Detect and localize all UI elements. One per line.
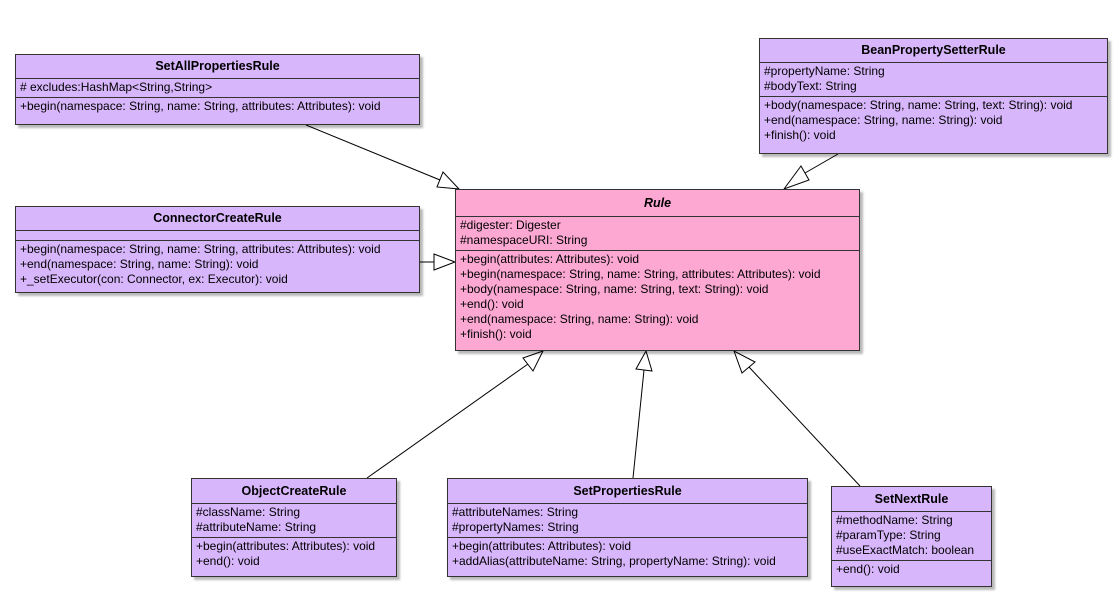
attribute: #digester: Digester — [460, 218, 561, 232]
operation: +_setExecutor(con: Connector, ex: Execut… — [20, 272, 288, 286]
operations-section: +begin(namespace: String, name: String, … — [16, 241, 419, 289]
class-name: Rule — [456, 190, 859, 217]
operation: +begin(namespace: String, name: String, … — [20, 99, 381, 113]
operations-section: +begin(namespace: String, name: String, … — [16, 98, 419, 116]
generalization-arrowhead — [733, 349, 756, 374]
attribute: #propertyNames: String — [452, 520, 579, 534]
class-set-properties-rule[interactable]: SetPropertiesRule #attributeNames: Strin… — [447, 478, 808, 577]
class-name: SetNextRule — [832, 487, 991, 512]
operation: +begin(namespace: String, name: String, … — [460, 267, 821, 281]
attribute: #namespaceURI: String — [460, 233, 588, 247]
attribute: #methodName: String — [836, 513, 953, 527]
operation: +body(namespace: String, name: String, t… — [460, 282, 769, 296]
operation: +begin(namespace: String, name: String, … — [20, 242, 381, 256]
operations-section: +end(): void — [832, 561, 991, 579]
class-object-create-rule[interactable]: ObjectCreateRule #className: String #att… — [191, 478, 397, 577]
operations-section: +begin(attributes: Attributes): void +be… — [456, 251, 859, 344]
generalization-arrowhead — [522, 350, 544, 372]
class-connector-create-rule[interactable]: ConnectorCreateRule +begin(namespace: St… — [15, 206, 420, 293]
class-rule[interactable]: Rule #digester: Digester #namespaceURI: … — [455, 189, 860, 351]
operation: +end(): void — [196, 554, 260, 568]
generalization-arrowhead — [436, 171, 461, 190]
class-name: ConnectorCreateRule — [16, 207, 419, 231]
operation: +finish(): void — [460, 327, 532, 341]
operation: +end(): void — [836, 562, 900, 576]
class-bean-property-setter-rule[interactable]: BeanPropertySetterRule #propertyName: St… — [759, 38, 1108, 154]
attributes-section: #methodName: String #paramType: String #… — [832, 512, 991, 561]
attribute: #useExactMatch: boolean — [836, 543, 975, 557]
class-name: ObjectCreateRule — [192, 479, 396, 504]
attribute: #className: String — [196, 505, 301, 519]
class-name: SetAllPropertiesRule — [16, 55, 419, 79]
attributes-section: # excludes:HashMap<String,String> — [16, 79, 419, 98]
attribute: #propertyName: String — [764, 64, 885, 78]
attribute: #paramType: String — [836, 528, 941, 542]
attribute: #bodyText: String — [764, 79, 857, 93]
class-name: SetPropertiesRule — [448, 479, 807, 504]
class-set-all-properties-rule[interactable]: SetAllPropertiesRule # excludes:HashMap<… — [15, 54, 420, 125]
class-name: BeanPropertySetterRule — [760, 39, 1107, 63]
class-set-next-rule[interactable]: SetNextRule #methodName: String #paramTy… — [831, 486, 992, 587]
attribute: # excludes:HashMap<String,String> — [20, 80, 213, 94]
attributes-section — [16, 231, 419, 241]
attributes-section: #digester: Digester #namespaceURI: Strin… — [456, 217, 859, 251]
operation: +end(namespace: String, name: String): v… — [764, 113, 1003, 127]
operation: +end(): void — [460, 297, 524, 311]
attributes-section: #attributeNames: String #propertyNames: … — [448, 504, 807, 538]
operation: +finish(): void — [764, 128, 836, 142]
attributes-section: #propertyName: String #bodyText: String — [760, 63, 1107, 97]
operation: +end(namespace: String, name: String): v… — [20, 257, 259, 271]
operation: +body(namespace: String, name: String, t… — [764, 98, 1073, 112]
attribute: #attributeNames: String — [452, 505, 579, 519]
operations-section: +begin(attributes: Attributes): void +ad… — [448, 538, 807, 571]
operation: +end(namespace: String, name: String): v… — [460, 312, 699, 326]
operation: +begin(attributes: Attributes): void — [460, 252, 640, 266]
operation: +begin(attributes: Attributes): void — [196, 539, 376, 553]
operations-section: +begin(attributes: Attributes): void +en… — [192, 538, 396, 571]
attribute: #attributeName: String — [196, 520, 317, 534]
operation: +addAlias(attributeName: String, propert… — [452, 554, 776, 568]
attributes-section: #className: String #attributeName: Strin… — [192, 504, 396, 538]
operations-section: +body(namespace: String, name: String, t… — [760, 97, 1107, 145]
generalization-arrowhead — [433, 253, 457, 271]
generalization-arrowhead — [635, 349, 653, 372]
operation: +begin(attributes: Attributes): void — [452, 539, 632, 553]
generalization-arrowhead — [782, 165, 810, 191]
